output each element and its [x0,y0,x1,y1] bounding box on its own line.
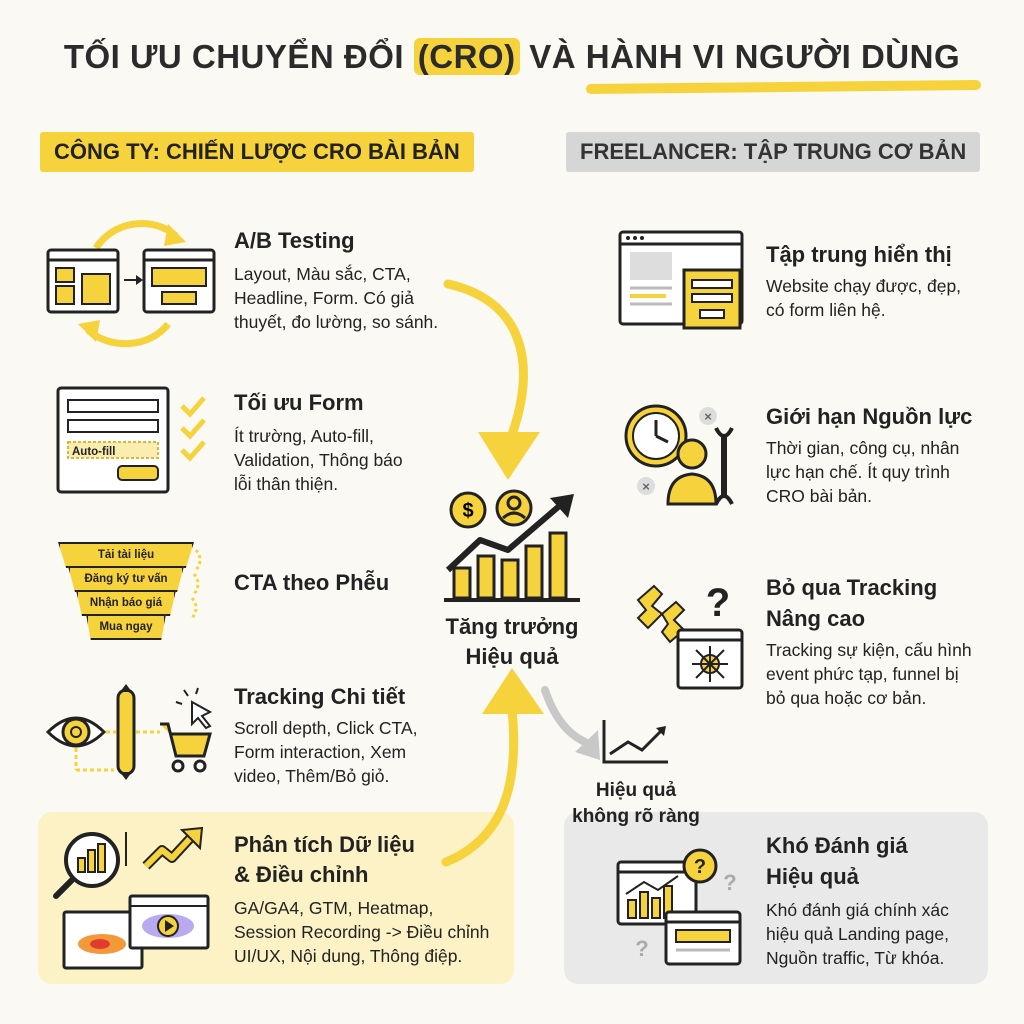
title-part-1: TỐI ƯU CHUYỂN ĐỔI [63,38,405,75]
growth-label-line2: Hiệu quả [465,644,559,669]
data-analysis-icon [53,826,210,970]
hard-eval-desc-3: Nguồn traffic, Từ khóa. [766,948,945,968]
funnel-cta-title: CTA theo Phễu [234,570,390,595]
hard-eval-desc-2: hiệu quả Landing page, [766,924,949,944]
unclear-label-line1: Hiệu quả [595,780,677,801]
resources-desc-2: lực hạn chế. Ít quy trình [766,462,950,482]
limited-resources-icon: × × [624,404,734,506]
growth-label-line1: Tăng trưởng [445,614,579,639]
form-desc-2: Validation, Thông báo [234,450,403,470]
svg-text:?: ? [694,856,706,878]
form-desc-3: lỗi thân thiện. [234,474,339,494]
arrow-bottom-curve [441,705,519,867]
skip-tracking-icon: ? [636,581,744,690]
arrow-gray-head [575,730,600,760]
tracking-desc-3: video, Thêm/Bỏ giỏ. [234,766,390,786]
analysis-desc-1: GA/GA4, GTM, Heatmap, [234,898,434,918]
unclear-label-line2: không rõ ràng [572,806,700,827]
company-banner: CÔNG TY: CHIẾN LƯỢC CRO BÀI BẢN [40,132,474,172]
flat-chart-icon [602,720,668,764]
title-highlight-cro: (CRO) [413,38,520,75]
hard-evaluation-icon: ? ? ? [616,848,742,966]
skip-tracking-desc-2: event phức tạp, funnel bị [766,664,959,684]
ab-testing-desc-2: Headline, Form. Có giả [234,288,414,308]
funnel-step-1: Tải tài liệu [58,542,194,568]
website-display-icon [618,230,744,330]
form-title: Tối ưu Form [234,390,364,415]
ab-testing-icon [46,220,216,347]
arrow-gray-curve [541,686,589,746]
ab-testing-desc-1: Layout, Màu sắc, CTA, [234,264,411,284]
skip-tracking-title-2: Nâng cao [766,606,866,631]
hard-eval-title-2: Hiệu quả [766,864,859,889]
svg-text:×: × [642,479,650,494]
title-part-3: HÀNH VI NGƯỜI DÙNG [585,38,961,75]
funnel-step-4: Mua ngay [86,614,166,640]
autofill-field-label: Auto-fill [72,446,116,458]
resources-desc-1: Thời gian, công cụ, nhân [766,438,960,458]
svg-text:×: × [704,409,712,424]
ab-testing-desc-3: thuyết, đo lường, so sánh. [234,312,439,332]
skip-tracking-title-1: Bỏ qua Tracking [766,575,938,600]
svg-text:$: $ [462,500,473,522]
analysis-desc-2: Session Recording -> Điều chỉnh [234,922,490,942]
display-desc-1: Website chạy được, đẹp, [766,276,962,296]
page-title: TỐI ƯU CHUYỂN ĐỔI (CRO) VÀ HÀNH VI NGƯỜI… [0,38,1024,76]
freelancer-banner: FREELANCER: TẬP TRUNG CƠ BẢN [566,132,981,172]
growth-chart-icon: $ [444,489,580,602]
funnel-step-2: Đăng ký tư vấn [68,566,184,592]
svg-text:?: ? [723,870,736,895]
tracking-desc-2: Form interaction, Xem [234,742,407,762]
funnel-step-3: Nhận báo giá [76,590,176,616]
form-desc-1: Ít trường, Auto-fill, [234,426,374,446]
display-desc-2: có form liên hệ. [766,300,886,320]
arrow-top-curve [443,279,528,445]
svg-text:?: ? [706,581,730,625]
ab-testing-title: A/B Testing [234,228,355,253]
form-icon [56,386,206,494]
analysis-desc-3: UI/UX, Nội dung, Thông điệp. [234,946,463,966]
title-part-2: VÀ [529,38,577,75]
hard-eval-desc-1: Khó đánh giá chính xác [766,900,949,920]
analysis-title-2: & Điều chỉnh [234,862,369,887]
svg-text:?: ? [635,936,648,961]
hard-eval-title-1: Khó Đánh giá [766,833,908,858]
resources-desc-3: CRO bài bản. [766,486,873,506]
tracking-desc-1: Scroll depth, Click CTA, [234,718,418,738]
arrow-top-head [478,432,540,480]
skip-tracking-desc-1: Tracking sự kiện, cấu hình [766,640,972,660]
funnel-arrows-icon [190,549,202,619]
skip-tracking-desc-3: bỏ qua hoặc cơ bản. [766,688,927,708]
tracking-icon [45,684,213,780]
arrow-bottom-head [482,668,544,714]
resources-title: Giới hạn Nguồn lực [766,404,973,429]
tracking-title: Tracking Chi tiết [234,684,406,709]
analysis-title-1: Phân tích Dữ liệu [234,832,415,857]
display-title: Tập trung hiển thị [766,242,952,267]
